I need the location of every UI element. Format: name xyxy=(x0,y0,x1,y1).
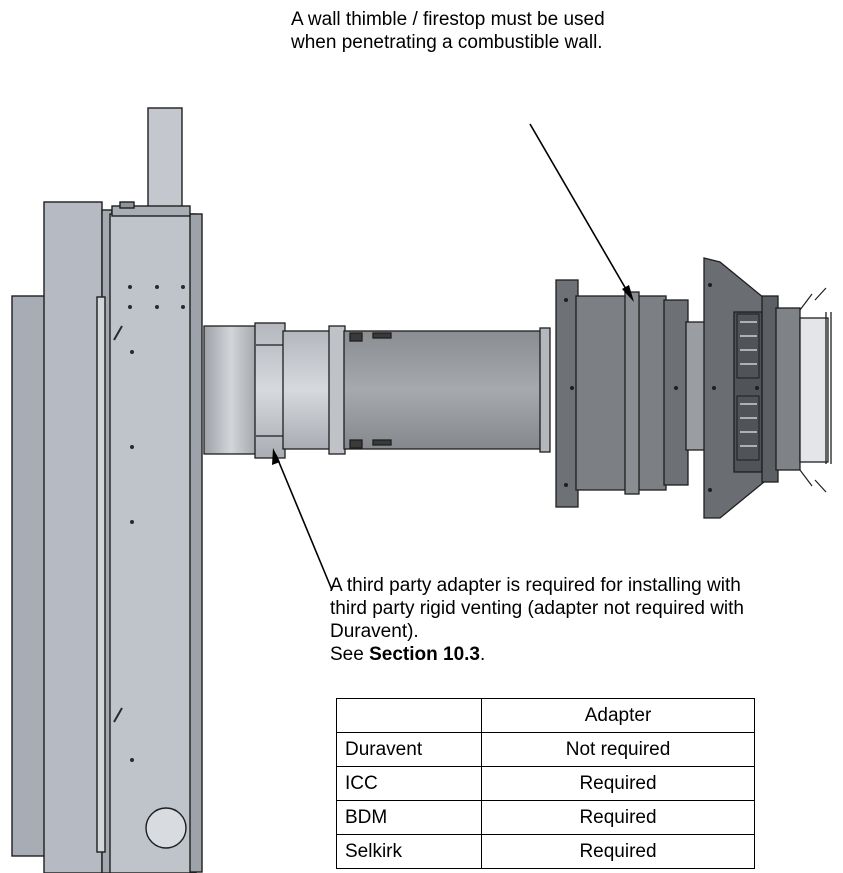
leader-adapter xyxy=(272,448,333,591)
thimble-callout: A wall thimble / firestop must be used w… xyxy=(291,8,621,54)
section-reference: Section 10.3 xyxy=(369,644,480,665)
appliance-latches xyxy=(113,325,123,723)
table-row: BDM Required xyxy=(336,800,755,835)
vent-pipe xyxy=(203,322,346,459)
adapter-cell: Not required xyxy=(481,732,755,767)
adapter-cell: Required xyxy=(481,834,755,869)
flex-section xyxy=(343,327,551,453)
termination-vent-slats xyxy=(740,321,757,447)
table-row: Selkirk Required xyxy=(336,834,755,869)
termination-guards xyxy=(799,287,827,493)
thimble-callout-text: A wall thimble / firestop must be used w… xyxy=(291,9,605,53)
wall-thimble xyxy=(555,279,689,508)
adapter-cell: Required xyxy=(481,766,755,801)
adapter-callout: A third party adapter is required for in… xyxy=(330,574,780,666)
adapter-table: Adapter Duravent Not required ICC Requir… xyxy=(336,698,755,869)
table-row: Duravent Not required xyxy=(336,732,755,767)
adapter-callout-reference: See Section 10.3. xyxy=(330,643,780,666)
header-cell-brand xyxy=(336,698,482,733)
appliance-body xyxy=(11,107,203,873)
leader-thimble xyxy=(529,123,634,302)
brand-cell: BDM xyxy=(336,800,482,835)
brand-cell: ICC xyxy=(336,766,482,801)
header-cell-adapter: Adapter xyxy=(481,698,755,733)
adapter-cell: Required xyxy=(481,800,755,835)
appliance-bottom-port xyxy=(145,807,187,849)
thimble-rivets xyxy=(564,298,678,487)
table-row: ICC Required xyxy=(336,766,755,801)
termination-vents xyxy=(736,313,760,461)
termination-rivets xyxy=(708,283,759,492)
see-label: See xyxy=(330,644,370,665)
appliance-rivets xyxy=(128,285,185,762)
adapter-callout-text: A third party adapter is required for in… xyxy=(330,575,745,642)
brand-cell: Duravent xyxy=(336,732,482,767)
table-header-row: Adapter xyxy=(336,698,755,733)
brand-cell: Selkirk xyxy=(336,834,482,869)
termination-cap xyxy=(685,257,832,519)
reference-end: . xyxy=(479,644,486,665)
